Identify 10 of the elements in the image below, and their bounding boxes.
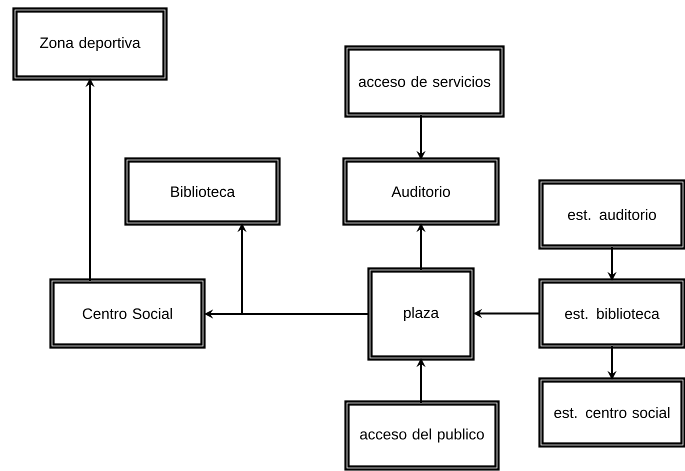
process-box: Zona deportiva [12,7,168,81]
process-box: acceso del publico [344,400,500,471]
process-box: Biblioteca [124,157,281,226]
process-box: acceso de servicios [344,45,505,118]
process-box: est. auditorio [538,179,685,250]
process-box: est. biblioteca [538,278,685,349]
process-box: plaza [367,267,475,361]
process-box: Auditorio [342,157,500,226]
process-box: Centro Social [49,278,206,349]
process-box: est. centro social [538,377,685,448]
